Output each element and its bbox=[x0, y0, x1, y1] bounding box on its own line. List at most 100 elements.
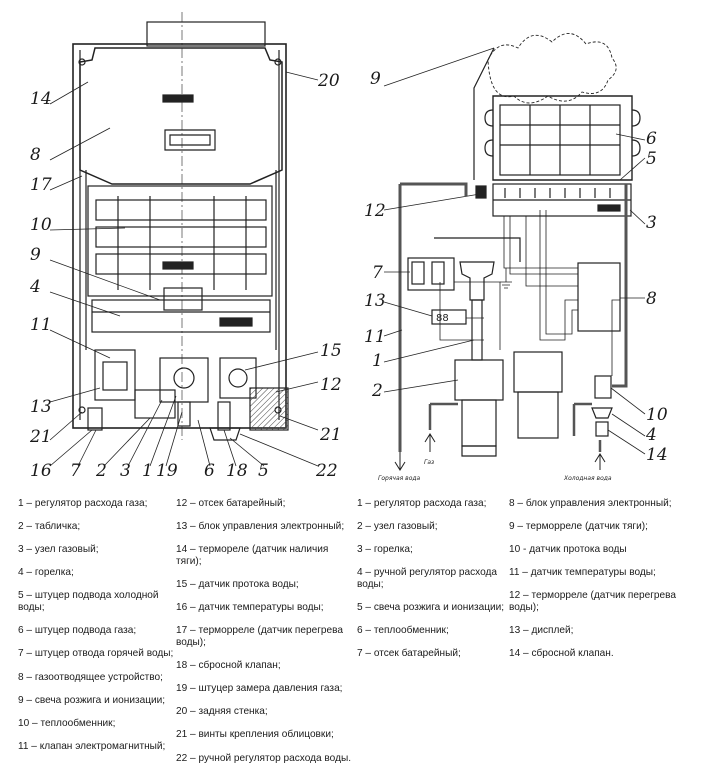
right-callout-14: 14 bbox=[646, 445, 668, 465]
left-callouts bbox=[49, 71, 319, 467]
legend-item: 7 – штуцер отвода горячей воды; bbox=[18, 648, 174, 660]
left-callout-labels: 14 8 17 10 9 4 11 13 21 16 7 2 3 1 19 6 … bbox=[29, 71, 342, 481]
back-wall bbox=[72, 43, 287, 429]
burner bbox=[91, 299, 271, 333]
left-callout-11: 11 bbox=[30, 315, 52, 335]
right-heater-schematic: 88 bbox=[394, 33, 641, 471]
legend-right-col2: 8 – блок управления электронный; 9 – тер… bbox=[509, 486, 689, 672]
legend-item: 19 – штуцер замера давления газа; bbox=[176, 683, 343, 695]
legend-item: 6 – штуцер подвода газа; bbox=[18, 625, 137, 637]
right-gas-unit bbox=[454, 359, 504, 401]
legend-item: 12 – терморреле (датчик перегрева воды); bbox=[509, 590, 677, 613]
legend-item: 10 – теплообменник; bbox=[18, 717, 116, 729]
right-callout-5: 5 bbox=[646, 149, 657, 169]
left-callout-6: 6 bbox=[204, 461, 215, 481]
right-flow-labels: Горячая вода Газ Холодная вода bbox=[378, 459, 612, 482]
legend-item: 2 – табличка; bbox=[18, 520, 81, 532]
right-callout-3: 3 bbox=[646, 213, 657, 233]
hot-water-label: Горячая вода bbox=[378, 475, 421, 482]
left-callout-1: 1 bbox=[142, 461, 153, 481]
left-callout-9: 9 bbox=[30, 245, 41, 265]
right-callout-13: 13 bbox=[364, 291, 386, 311]
legend-item: 3 – горелка; bbox=[357, 543, 413, 555]
legend-item: 5 – свеча розжига и ионизации; bbox=[357, 601, 505, 613]
right-callout-9: 9 bbox=[370, 69, 381, 89]
right-gas-regulator bbox=[459, 261, 495, 301]
right-callout-11: 11 bbox=[364, 327, 386, 347]
hot-water-fitting bbox=[87, 407, 103, 431]
legend-item: 2 – узел газовый; bbox=[357, 520, 438, 532]
legend-item: 11 – клапан электромагнитный; bbox=[18, 741, 166, 753]
legend-item: 1 – регулятор расхода газа; bbox=[357, 497, 487, 509]
legend-item: 20 – задняя стенка; bbox=[176, 706, 268, 718]
legend-item: 4 – ручной регулятор расхода воды; bbox=[357, 567, 498, 590]
right-flue-hood bbox=[492, 95, 633, 181]
left-callout-18: 18 bbox=[226, 461, 248, 481]
left-callout-7: 7 bbox=[70, 461, 81, 481]
gas-label: Газ bbox=[424, 459, 434, 466]
right-callout-6: 6 bbox=[646, 129, 657, 149]
legend-item: 14 – сбросной клапан. bbox=[509, 648, 614, 660]
right-callout-8: 8 bbox=[646, 289, 657, 309]
legend-item: 4 – горелка; bbox=[18, 567, 74, 579]
left-callout-17: 17 bbox=[30, 175, 52, 195]
legend-item: 7 – отсек батарейный; bbox=[357, 648, 461, 660]
legend-item: 8 – блок управления электронный; bbox=[509, 497, 672, 509]
right-callout-10: 10 bbox=[646, 405, 668, 425]
water-regulator bbox=[209, 427, 241, 441]
legend-left-col2: 12 – отсек батарейный; 13 – блок управле… bbox=[176, 486, 354, 776]
flue-collar bbox=[146, 21, 266, 47]
legend-left-col1: 1 – регулятор расхода газа; 2 – табличка… bbox=[18, 486, 178, 764]
water-heater-diagrams: 14 8 17 10 9 4 11 13 21 16 7 2 3 1 19 6 … bbox=[29, 12, 668, 482]
left-callout-16: 16 bbox=[30, 461, 52, 481]
legend-item: 22 – ручной регулятор расхода воды. bbox=[176, 752, 352, 764]
legend-item: 10 - датчик протока воды bbox=[509, 543, 627, 555]
legend-item: 6 – теплообменник; bbox=[357, 625, 449, 637]
left-callout-2: 2 bbox=[95, 461, 107, 481]
right-flow-sensor bbox=[594, 375, 612, 399]
legend-item: 12 – отсек батарейный; bbox=[176, 497, 286, 509]
right-display bbox=[431, 309, 467, 325]
legend-item: 1 – регулятор расхода газа; bbox=[18, 497, 148, 509]
left-callout-21b: 21 bbox=[319, 425, 342, 445]
left-callout-12: 12 bbox=[320, 375, 342, 395]
left-callout-14: 14 bbox=[30, 89, 52, 109]
legend-item: 16 – датчик температуры воды; bbox=[176, 601, 324, 613]
left-callout-10: 10 bbox=[30, 215, 52, 235]
legend-item: 15 – датчик протока воды; bbox=[176, 578, 299, 590]
right-callout-1: 1 bbox=[372, 351, 383, 371]
cold-water-label: Холодная вода bbox=[563, 475, 612, 482]
right-control-unit bbox=[577, 262, 621, 332]
right-callout-12: 12 bbox=[364, 201, 386, 221]
right-callout-2: 2 bbox=[371, 381, 383, 401]
right-callout-4: 4 bbox=[645, 425, 657, 445]
legend-item: 14 – термореле (датчик наличия тяги); bbox=[176, 543, 329, 567]
legend-item: 21 – винты крепления облицовки; bbox=[176, 729, 334, 741]
brand-plate bbox=[162, 94, 194, 103]
left-callout-13: 13 bbox=[30, 397, 52, 417]
left-heater-front-view bbox=[72, 12, 289, 441]
legend-right-col1: 1 – регулятор расхода газа; 2 – узел газ… bbox=[357, 486, 507, 672]
heat-exchanger bbox=[87, 185, 273, 297]
right-callouts bbox=[383, 47, 646, 455]
legend-item: 13 – дисплей; bbox=[509, 625, 574, 637]
left-callout-19: 19 bbox=[156, 461, 178, 481]
flue-hood bbox=[79, 47, 283, 185]
legend-item: 3 – узел газовый; bbox=[18, 543, 99, 555]
gas-unit bbox=[159, 357, 209, 403]
battery-compartment bbox=[249, 387, 289, 431]
rating-plate bbox=[134, 389, 176, 419]
left-callout-5: 5 bbox=[258, 461, 269, 481]
electromagnetic-valve bbox=[94, 349, 136, 401]
legend-item: 5 – штуцер подвода холодной воды; bbox=[18, 590, 159, 613]
left-callout-20: 20 bbox=[317, 71, 340, 91]
right-callout-7: 7 bbox=[372, 263, 383, 283]
svg-text:88: 88 bbox=[436, 313, 449, 324]
exhaust-cloud bbox=[487, 33, 617, 104]
left-callout-22: 22 bbox=[315, 461, 338, 481]
legend-item: 18 – сбросной клапан; bbox=[176, 659, 281, 671]
water-unit bbox=[219, 357, 257, 399]
right-callout-labels: 9 12 7 13 11 1 2 6 5 3 8 10 4 14 bbox=[364, 69, 668, 465]
legend-item: 17 – терморреле (датчик перегрева воды); bbox=[176, 625, 344, 648]
left-callout-4: 4 bbox=[29, 277, 41, 297]
